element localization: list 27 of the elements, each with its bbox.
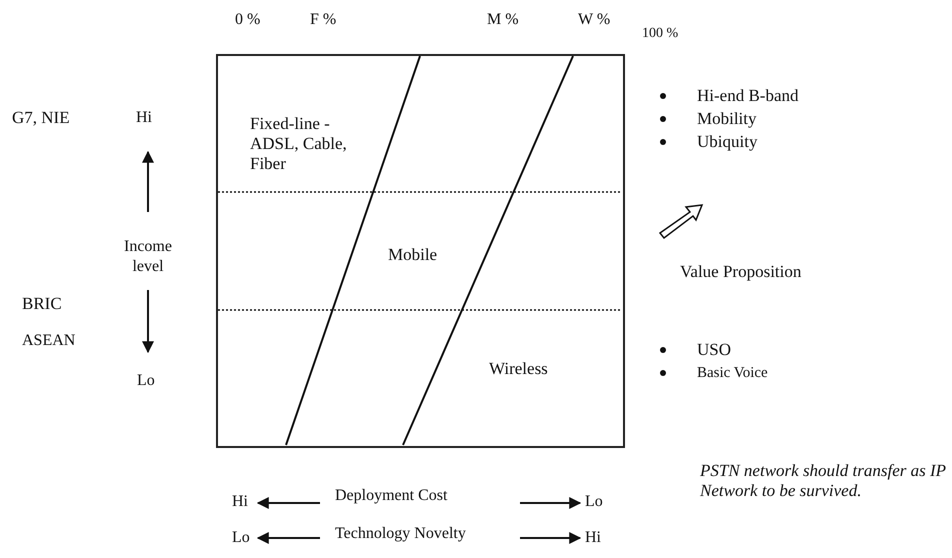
country-group-label: BRIC [22,294,62,314]
country-group-label: G7, NIE [12,108,70,128]
scale-label: Hi [136,108,152,128]
scale-label: Hi [585,528,601,548]
bullet-text: Basic Voice [697,364,768,383]
bullet-text: Hi-end B-band [697,86,799,106]
scale-label: Lo [137,371,155,391]
country-group-label: ASEAN [22,331,76,351]
axis-title: Deployment Cost [335,486,448,506]
note-text: PSTN network should transfer as IP Network to be survived. [700,461,947,501]
scale-label: Hi [232,492,248,512]
axis-label: M % [487,10,519,30]
axis-label: 100 % [642,25,678,43]
bullet-text: Mobility [697,109,757,129]
region-label: Mobile [388,245,438,265]
axis-title: Technology Novelty [335,524,466,544]
axis-title: Income level [123,237,173,277]
axis-label: F % [310,10,336,30]
axis-label: W % [578,10,610,30]
annotation-text: Value Proposition [680,262,802,282]
scale-label: Lo [585,492,603,512]
region-label: Wireless [489,359,548,379]
scale-label: Lo [232,528,250,548]
bullet-text: USO [697,340,732,360]
axis-label: 0 % [235,10,260,30]
region-label: Fixed-line -ADSL, Cable, Fiber [250,114,348,174]
bullet-text: Ubiquity [697,132,758,152]
